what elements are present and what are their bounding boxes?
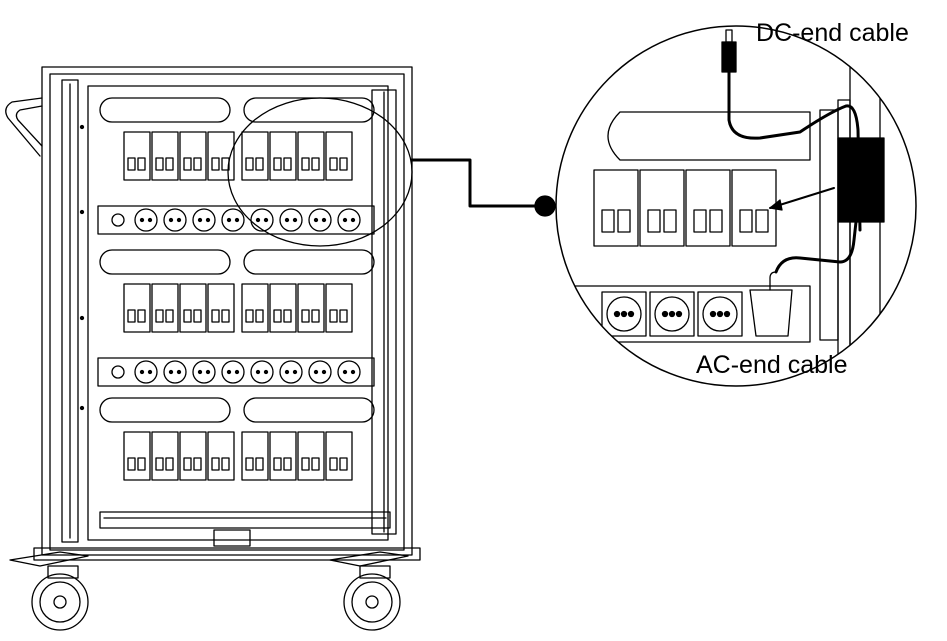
charger-module bbox=[152, 132, 178, 180]
ac-cable-label: AC-end cable bbox=[696, 351, 848, 379]
outlet bbox=[280, 361, 302, 383]
charger-module bbox=[270, 132, 296, 180]
charger-module bbox=[242, 432, 268, 480]
power-strip bbox=[98, 206, 374, 234]
cable-slot bbox=[244, 398, 374, 422]
outlet bbox=[164, 361, 186, 383]
cabinet-rows bbox=[98, 98, 374, 480]
outlet bbox=[309, 361, 331, 383]
charger-module bbox=[298, 132, 324, 180]
power-adapter bbox=[838, 138, 884, 222]
charger-module bbox=[326, 284, 352, 332]
cabinet-base bbox=[34, 548, 420, 560]
outlet bbox=[251, 209, 273, 231]
outlet bbox=[309, 209, 331, 231]
detail-charger-module bbox=[640, 170, 684, 246]
outlet bbox=[222, 361, 244, 383]
detail-outlet bbox=[655, 297, 689, 331]
ac-plug bbox=[750, 290, 792, 336]
charger-module bbox=[270, 432, 296, 480]
charger-module bbox=[124, 432, 150, 480]
cable-slot bbox=[100, 250, 230, 274]
cable-slot bbox=[244, 98, 374, 122]
charger-module bbox=[180, 284, 206, 332]
inner-panel bbox=[88, 86, 388, 540]
right-caster bbox=[330, 552, 408, 630]
dc-cable bbox=[729, 72, 860, 230]
charger-module bbox=[242, 132, 268, 180]
detail-power-strip bbox=[560, 286, 810, 342]
charger-module bbox=[152, 284, 178, 332]
cabinet bbox=[6, 67, 420, 560]
right-hinge bbox=[372, 90, 396, 534]
charger-module bbox=[242, 284, 268, 332]
outlet bbox=[193, 361, 215, 383]
detail-outlet bbox=[703, 297, 737, 331]
outlet bbox=[135, 361, 157, 383]
left-caster bbox=[10, 552, 88, 630]
zoom-source-circle bbox=[228, 98, 412, 246]
outlet bbox=[135, 209, 157, 231]
detail-charger-module bbox=[594, 170, 638, 246]
charger-bank bbox=[242, 432, 352, 480]
charger-module bbox=[326, 432, 352, 480]
charger-module bbox=[124, 284, 150, 332]
cable-slot bbox=[100, 398, 230, 422]
charger-module bbox=[298, 432, 324, 480]
power-switch bbox=[112, 214, 124, 226]
detail-charger-module bbox=[686, 170, 730, 246]
charger-module bbox=[326, 132, 352, 180]
charger-module bbox=[180, 432, 206, 480]
cabinet-row bbox=[100, 398, 374, 480]
dc-cable-label: DC-end cable bbox=[756, 19, 909, 47]
outlet bbox=[338, 209, 360, 231]
charger-bank bbox=[124, 132, 234, 180]
detail-view bbox=[560, 30, 884, 390]
charger-bank bbox=[242, 284, 352, 332]
power-switch bbox=[112, 366, 124, 378]
dc-plug bbox=[722, 42, 736, 72]
charger-module bbox=[298, 284, 324, 332]
charger-module bbox=[152, 432, 178, 480]
charger-bank bbox=[242, 132, 352, 180]
charger-module bbox=[270, 284, 296, 332]
cabinet-row bbox=[98, 250, 374, 386]
left-hinge bbox=[62, 80, 78, 542]
cable-slot bbox=[100, 98, 230, 122]
charger-bank bbox=[124, 284, 234, 332]
cabinet-row bbox=[98, 98, 374, 234]
power-strip bbox=[98, 358, 374, 386]
cabinet-body bbox=[42, 67, 412, 555]
outlet bbox=[338, 361, 360, 383]
zoom-detail-circle bbox=[556, 26, 916, 386]
cable-slot bbox=[244, 250, 374, 274]
charger-module bbox=[208, 284, 234, 332]
detail-outlet bbox=[607, 297, 641, 331]
outlet bbox=[222, 209, 244, 231]
charger-module bbox=[124, 132, 150, 180]
cart-handle bbox=[6, 98, 42, 156]
outlet bbox=[280, 209, 302, 231]
charger-module bbox=[208, 432, 234, 480]
detail-outlets bbox=[602, 292, 742, 336]
outlet bbox=[193, 209, 215, 231]
bottom-rail bbox=[100, 512, 390, 528]
detail-modules bbox=[594, 170, 776, 246]
charger-module bbox=[208, 132, 234, 180]
ac-cable bbox=[776, 222, 856, 272]
leader-line bbox=[412, 160, 540, 206]
charger-bank bbox=[124, 432, 234, 480]
outlet bbox=[251, 361, 273, 383]
leader-dot bbox=[535, 196, 555, 216]
charger-module bbox=[180, 132, 206, 180]
outlet bbox=[164, 209, 186, 231]
